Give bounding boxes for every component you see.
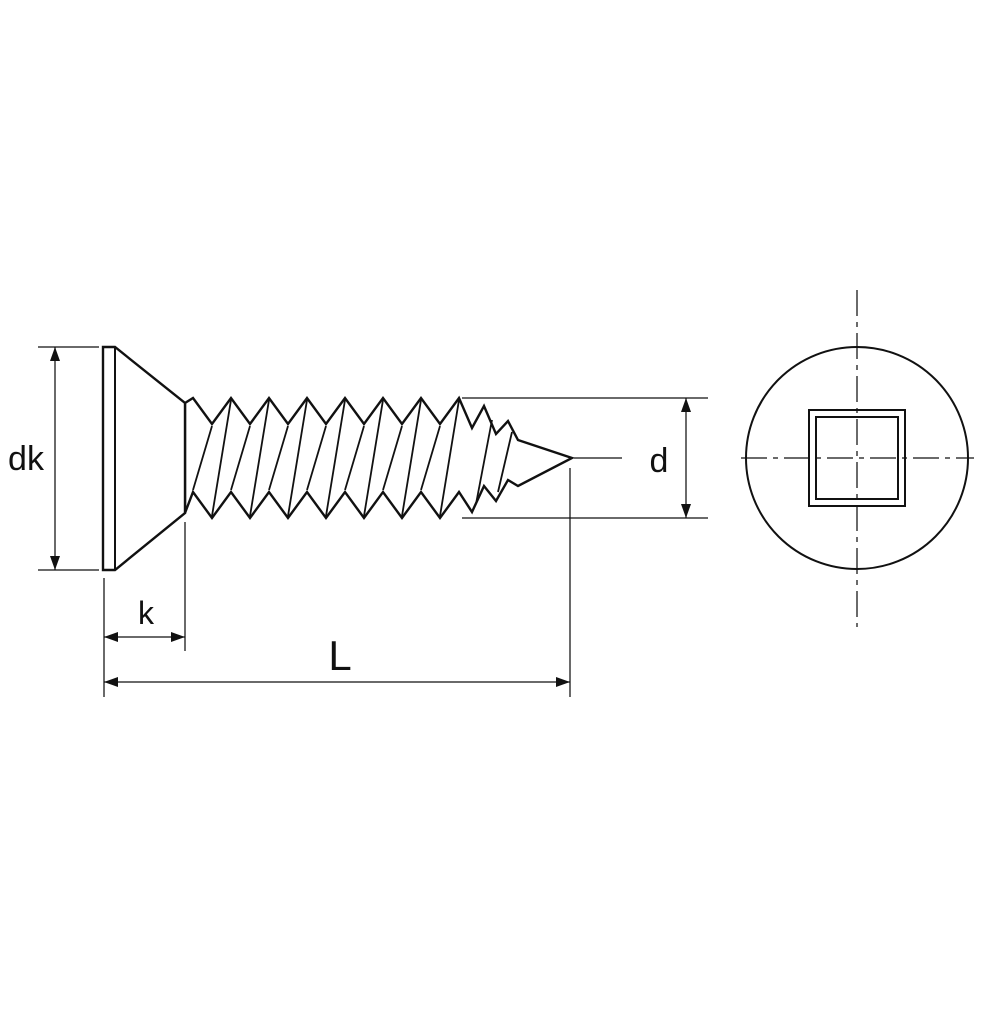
- square-recess-inner: [815, 416, 899, 500]
- l-arrowhead-right: [556, 677, 570, 687]
- end-view: [741, 290, 974, 627]
- dimension-d: d: [462, 397, 708, 519]
- thread-root-line: [306, 425, 327, 491]
- thread-flank-line: [363, 399, 384, 517]
- k-label: k: [138, 595, 155, 631]
- thread-flank-lines: [192, 399, 513, 517]
- thread-flank-line: [325, 399, 346, 517]
- d-label: d: [650, 442, 669, 480]
- dimension-l: L: [104, 468, 571, 697]
- screw-body-outline: [183, 395, 576, 521]
- thread-flank-line: [287, 399, 308, 517]
- thread-root-line: [230, 425, 251, 491]
- head-outline-circle: [745, 346, 969, 570]
- k-arrowhead-right: [171, 632, 185, 642]
- thread-root-line: [344, 425, 365, 491]
- thread-flank-line: [439, 399, 460, 517]
- dk-arrowhead-up: [50, 347, 60, 361]
- dimension-dk: dk: [8, 346, 99, 571]
- d-arrowhead-down: [681, 504, 691, 518]
- l-label: L: [328, 632, 351, 679]
- dk-label: dk: [8, 440, 45, 478]
- thread-flank-line: [211, 399, 232, 517]
- d-arrowhead-up: [681, 398, 691, 412]
- thread-root-line: [192, 425, 213, 491]
- dimension-k: k: [103, 522, 186, 697]
- thread-flank-line: [249, 399, 270, 517]
- thread-flank-line-taper: [497, 431, 513, 493]
- thread-root-line: [268, 425, 289, 491]
- thread-root-line: [382, 425, 403, 491]
- k-arrowhead-left: [104, 632, 118, 642]
- thread-root-line: [420, 425, 441, 491]
- dk-arrowhead-down: [50, 556, 60, 570]
- thread-flank-line-taper: [475, 419, 493, 505]
- thread-flank-line: [401, 399, 422, 517]
- square-recess-outer: [808, 409, 906, 507]
- l-arrowhead-left: [104, 677, 118, 687]
- side-view: dk k L d: [8, 345, 708, 697]
